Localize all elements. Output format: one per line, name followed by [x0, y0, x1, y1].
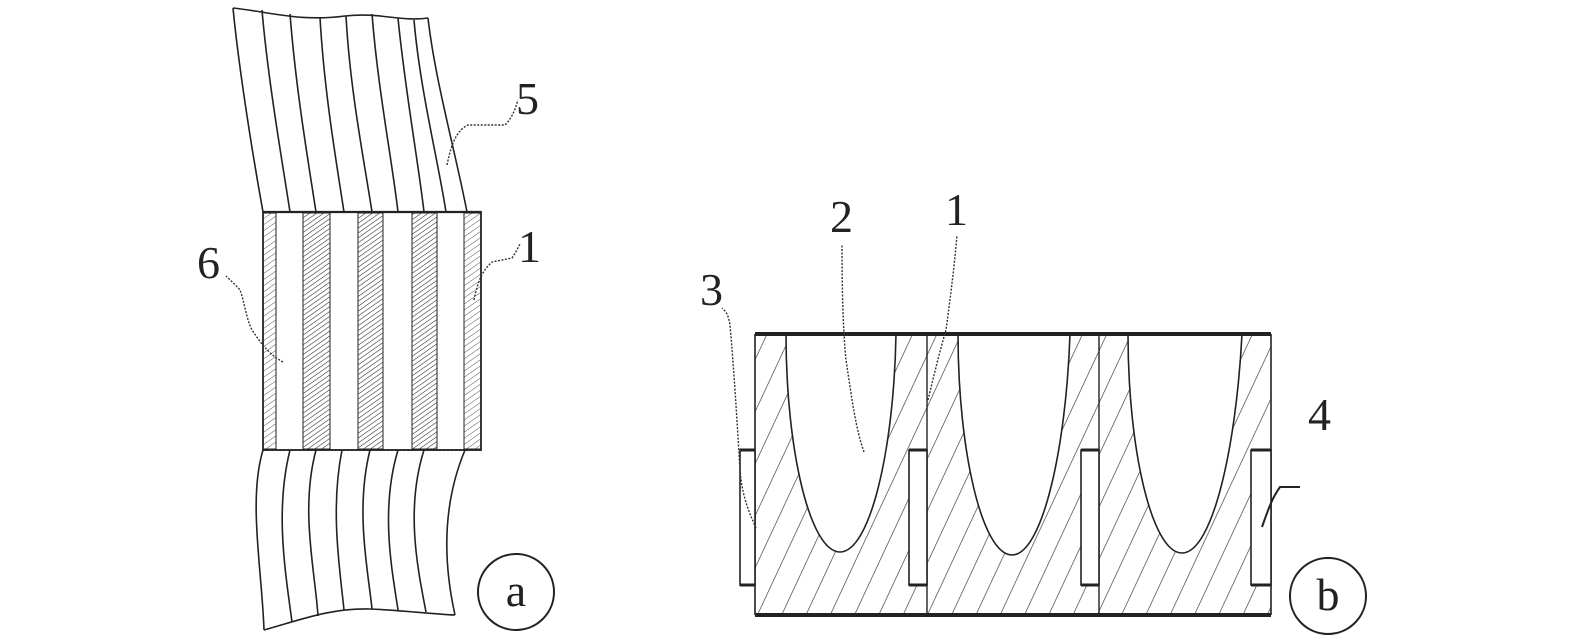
lower-fiber-bundle — [255, 449, 466, 631]
insert-strip — [411, 212, 438, 450]
leader-5 — [446, 99, 519, 166]
label-5: 5 — [516, 73, 539, 124]
insert-strip — [262, 212, 277, 450]
leader-2 — [841, 244, 865, 453]
label-4: 4 — [1308, 389, 1331, 440]
upper-fiber-bundle — [232, 7, 468, 213]
slot-right — [1250, 448, 1272, 587]
label-3: 3 — [700, 264, 723, 315]
label-1b: 1 — [945, 184, 968, 235]
label-1a: 1 — [518, 221, 541, 272]
insert-strip — [463, 212, 482, 450]
panel-a-badge: a — [477, 553, 555, 631]
label-6: 6 — [197, 237, 220, 288]
insert-strip — [357, 212, 384, 450]
insert-strip — [302, 212, 331, 450]
slot-mid-2 — [1080, 448, 1100, 587]
label-2: 2 — [830, 191, 853, 242]
panel-b: 2 1 3 4 b — [700, 184, 1367, 635]
panel-b-badge: b — [1289, 557, 1367, 635]
badge-b-text: b — [1317, 569, 1340, 620]
slot-mid-1 — [908, 448, 928, 587]
leader-6 — [225, 275, 284, 363]
cavity — [785, 334, 897, 553]
composite-band — [262, 210, 482, 451]
cavity — [957, 334, 1071, 556]
badge-a-text: a — [506, 565, 526, 616]
cavity — [1127, 334, 1243, 554]
leader-1a — [473, 243, 521, 301]
slot-left — [739, 448, 756, 587]
leader-4 — [1261, 486, 1300, 528]
hatched-block — [755, 334, 1271, 615]
panel-a: 5 1 6 a — [197, 7, 555, 631]
